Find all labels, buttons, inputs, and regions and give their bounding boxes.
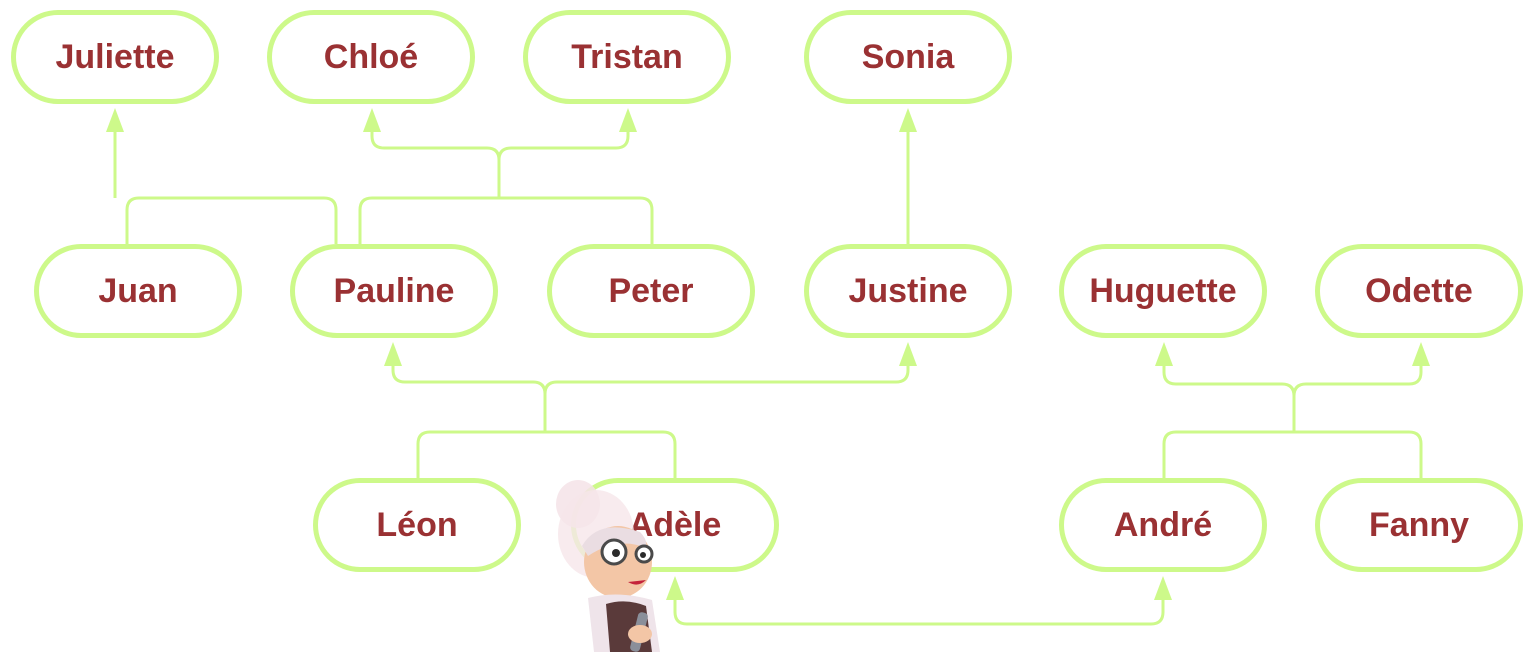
connector-juan-pauline-to-juliette — [113, 130, 338, 244]
arrow-head — [384, 342, 402, 366]
node-peter[interactable]: Peter — [547, 244, 755, 338]
arrow-head — [619, 108, 637, 132]
connector-andre-fanny-to-huguette-odette — [1162, 364, 1423, 478]
node-huguette[interactable]: Huguette — [1059, 244, 1267, 338]
connector-pauline-peter-to-chloe-tristan — [358, 130, 654, 244]
node-juan[interactable]: Juan — [34, 244, 242, 338]
node-pauline[interactable]: Pauline — [290, 244, 498, 338]
connector-adele-to-andre — [673, 598, 1165, 626]
arrow-head — [1155, 342, 1173, 366]
node-fanny[interactable]: Fanny — [1315, 478, 1523, 572]
cartoon-grandmother-illustration — [556, 480, 660, 652]
node-odette[interactable]: Odette — [1315, 244, 1523, 338]
node-andre[interactable]: André — [1059, 478, 1267, 572]
node-tristan[interactable]: Tristan — [523, 10, 731, 104]
arrow-head — [363, 108, 381, 132]
arrow-head — [1154, 576, 1172, 600]
arrow-head — [106, 108, 124, 132]
node-juliette[interactable]: Juliette — [11, 10, 219, 104]
node-chloe[interactable]: Chloé — [267, 10, 475, 104]
arrow-head — [899, 108, 917, 132]
node-leon[interactable]: Léon — [313, 478, 521, 572]
arrow-head — [899, 342, 917, 366]
node-justine[interactable]: Justine — [804, 244, 1012, 338]
arrow-head — [1412, 342, 1430, 366]
arrow-head — [666, 576, 684, 600]
node-sonia[interactable]: Sonia — [804, 10, 1012, 104]
connector-leon-adele-to-pauline-justine — [391, 364, 910, 478]
